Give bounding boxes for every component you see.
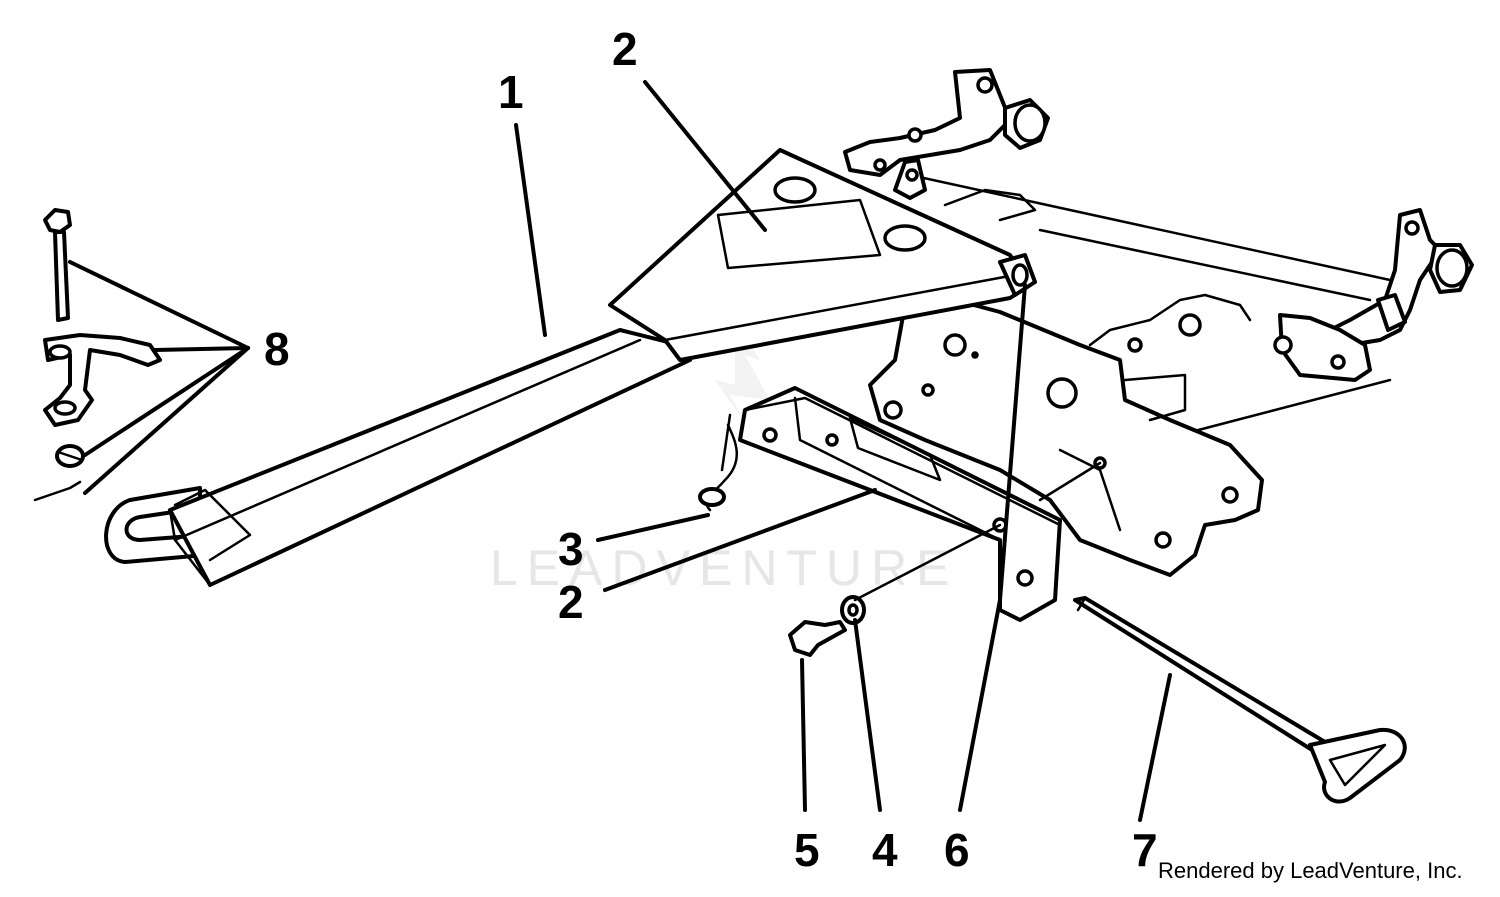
hitch-pin [1073,596,1407,804]
callout-8: 8 [264,323,290,375]
callout-2-top: 2 [612,23,638,75]
watermark-logo [715,320,770,430]
callouts: 1 2 2 3 4 5 6 7 8 [264,23,1158,876]
credit-text: Rendered by LeadVenture, Inc. [1158,858,1463,883]
callout-6: 6 [944,824,970,876]
support-bracket [738,386,1062,622]
hairpin-clip [698,413,739,512]
callout-3: 3 [558,523,584,575]
callout-7: 7 [1132,824,1158,876]
callout-5: 5 [794,824,820,876]
bolt-and-washer [788,595,866,657]
callout-2-bottom: 2 [558,576,584,628]
callout-1: 1 [498,66,524,118]
callout-4: 4 [872,824,898,876]
rear-hitch-frame [843,68,1474,577]
hardware-kit [33,208,162,502]
leader-lines [68,80,1172,822]
